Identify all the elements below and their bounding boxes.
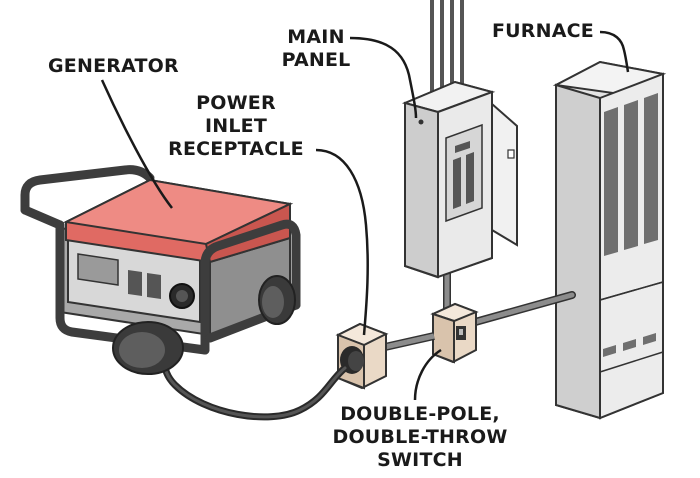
- inlet-label-line-1: POWER: [196, 92, 276, 114]
- callout-switch: [413, 348, 442, 401]
- switch-label-line-3: SWITCH: [377, 449, 463, 471]
- switch-label-line-1: DOUBLE-POLE,: [340, 403, 500, 425]
- callout-inlet: [315, 148, 369, 336]
- conduit-receptacle-to-switch: [384, 332, 435, 351]
- callout-generator: [100, 79, 173, 209]
- inlet-label-line-3: RECEPTACLE: [168, 138, 304, 160]
- inlet-receptacle-illustration: [335, 322, 389, 390]
- transfer-switch-illustration: [430, 302, 479, 364]
- switch-label-line-2: DOUBLE-THROW: [332, 426, 508, 448]
- callout-main-panel: [349, 36, 418, 119]
- conduit-switch-to-furnace: [464, 291, 576, 328]
- callout-furnace: [599, 30, 630, 73]
- main-panel-label-line-2: PANEL: [281, 49, 351, 71]
- furnace-illustration: [552, 60, 667, 420]
- main-panel-illustration: [401, 0, 518, 312]
- generator-label: GENERATOR: [48, 55, 179, 77]
- main-panel-label-line-1: MAIN: [287, 26, 345, 48]
- switch-label: DOUBLE-POLE, DOUBLE-THROW SWITCH: [330, 403, 510, 472]
- inlet-label: POWER INLET RECEPTACLE: [158, 92, 314, 161]
- furnace-label: FURNACE: [492, 20, 594, 42]
- inlet-label-line-2: INLET: [204, 115, 268, 137]
- callout-lines: [100, 30, 630, 401]
- generator-illustration: [20, 165, 301, 375]
- main-panel-label: MAIN PANEL: [278, 26, 354, 72]
